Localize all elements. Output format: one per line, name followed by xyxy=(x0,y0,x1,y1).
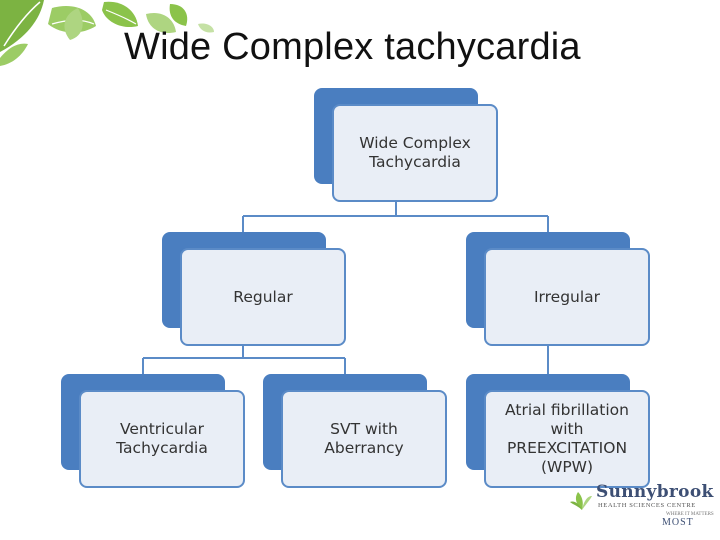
logo-subtitle: HEALTH SCIENCES CENTRE xyxy=(598,502,696,509)
node-label: Regular xyxy=(233,288,292,307)
logo-word: MOST xyxy=(662,517,694,528)
node-label: SVT with Aberrancy xyxy=(324,420,403,458)
node-label: Ventricular Tachycardia xyxy=(116,420,208,458)
node-label: Atrial fibrillation with PREEXCITATION (… xyxy=(505,401,629,477)
logo-name: Sunnybrook xyxy=(596,482,714,502)
sunnybrook-logo: Sunnybrook HEALTH SCIENCES CENTRE WHERE … xyxy=(570,482,710,540)
node-label: Irregular xyxy=(534,288,600,307)
sunnybrook-emblem-icon xyxy=(570,488,594,512)
node-label: Wide Complex Tachycardia xyxy=(359,134,471,172)
